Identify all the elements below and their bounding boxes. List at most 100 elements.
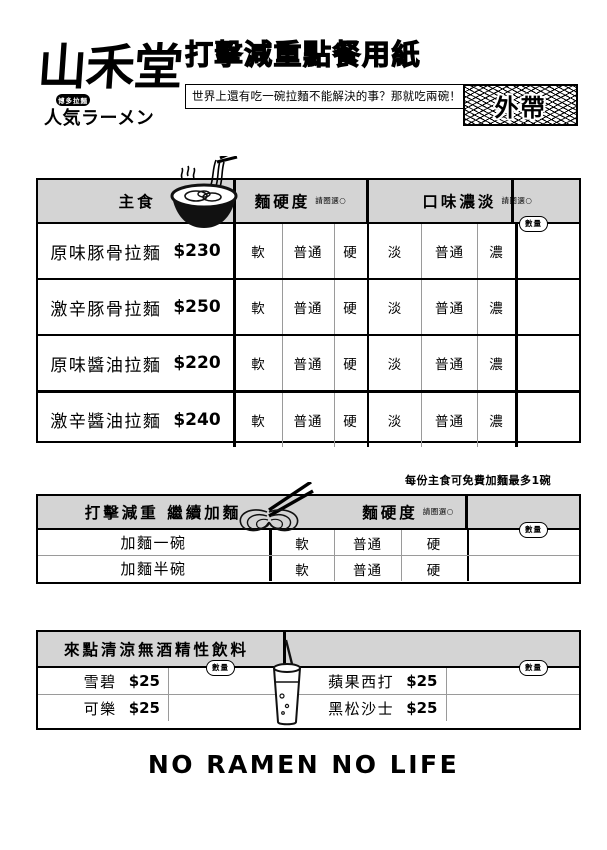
divider xyxy=(466,530,469,555)
option-taste-rich[interactable]: 濃 xyxy=(489,301,504,318)
row-divider xyxy=(38,334,579,337)
drinks-table: 來點清涼無酒精性飲料 數量 數量 雪碧 $25 xyxy=(36,630,581,730)
row-divider xyxy=(38,390,579,393)
qty-input-cell[interactable] xyxy=(518,224,580,278)
header-cell-drinks-title: 來點清涼無酒精性飲料 xyxy=(64,641,250,659)
free-refill-note: 每份主食可免費加麵最多1碗 xyxy=(405,474,552,487)
page-title: 打擊減重點餐用紙 xyxy=(184,37,422,71)
divider xyxy=(269,556,272,581)
table-row[interactable]: 可樂 $25 黑松沙士 $25 xyxy=(38,695,579,721)
qty-input-cell[interactable] xyxy=(447,695,580,721)
main-table-header-row: 主食 麵硬度 請圈選○ 口味濃淡 請圈選○ xyxy=(38,180,579,224)
soda-cup-icon xyxy=(260,638,314,728)
divider xyxy=(233,392,236,447)
table-row[interactable]: 原味醬油拉麵 $220 軟 普通 硬 淡 普通 濃 xyxy=(38,336,580,391)
option-firmness-hard[interactable]: 硬 xyxy=(343,245,358,261)
drink-name-cell: 雪碧 $25 xyxy=(83,672,160,691)
option-firmness-soft[interactable]: 軟 xyxy=(251,245,266,261)
option-taste-light[interactable]: 淡 xyxy=(387,245,403,261)
option-firmness-soft[interactable]: 軟 xyxy=(251,413,266,430)
divider xyxy=(466,556,469,581)
dish-name-cell: 激辛醬油拉麵 $240 xyxy=(50,409,221,433)
option-firmness-normal[interactable]: 普通 xyxy=(293,413,323,430)
page-subtitle: 世界上還有吃一碗拉麵不能解決的事？那就吃兩碗！ xyxy=(185,84,469,109)
header-cell-taste: 口味濃淡 請圈選○ xyxy=(422,193,533,211)
option-taste-rich[interactable]: 濃 xyxy=(489,357,504,374)
option-taste-normal[interactable]: 普通 xyxy=(435,413,464,430)
divider xyxy=(233,224,236,278)
option-firmness-normal[interactable]: 普通 xyxy=(353,562,382,579)
option-firmness-normal[interactable]: 普通 xyxy=(293,245,323,261)
divider xyxy=(511,180,514,222)
qty-input-cell[interactable] xyxy=(447,668,580,694)
option-taste-rich[interactable]: 濃 xyxy=(489,413,504,430)
qty-input-cell[interactable] xyxy=(518,393,580,447)
option-firmness-hard[interactable]: 硬 xyxy=(343,413,358,430)
dish-name-cell: 原味豚骨拉麵 $230 xyxy=(50,241,221,264)
option-taste-light[interactable]: 淡 xyxy=(387,413,403,430)
option-taste-light[interactable]: 淡 xyxy=(387,357,403,374)
option-taste-light[interactable]: 淡 xyxy=(387,301,403,318)
refill-name-cell: 加麵一碗 xyxy=(120,534,187,552)
qty-bubble-drinks-right: 數量 xyxy=(519,660,548,676)
refill-table-body: 加麵一碗 軟 普通 硬 加麵半碗 軟 普通 硬 xyxy=(38,530,579,581)
divider xyxy=(233,336,236,391)
drink-name-cell: 黑松沙士 $25 xyxy=(328,699,438,718)
table-row[interactable]: 雪碧 $25 蘋果西打 $25 xyxy=(38,668,579,694)
option-firmness-soft[interactable]: 軟 xyxy=(295,562,310,579)
table-row[interactable]: 激辛豚骨拉麵 $250 軟 普通 硬 淡 普通 濃 xyxy=(38,280,580,335)
header-cell-firmness: 麵硬度 請圈選○ xyxy=(254,193,347,211)
option-firmness-normal[interactable]: 普通 xyxy=(293,301,323,318)
divider xyxy=(465,496,468,528)
qty-bubble-drinks-left: 數量 xyxy=(206,660,235,676)
title-block: 打擊減重點餐用紙 世界上還有吃一碗拉麵不能解決的事？那就吃兩碗！ xyxy=(183,34,469,109)
dish-name-cell: 激辛豚骨拉麵 $250 xyxy=(50,297,221,320)
option-firmness-soft[interactable]: 軟 xyxy=(251,301,266,318)
row-divider xyxy=(38,694,579,695)
qty-input-cell[interactable] xyxy=(518,336,580,390)
ramen-bowl-icon xyxy=(164,148,244,236)
qty-input-cell[interactable] xyxy=(469,556,579,581)
option-firmness-hard[interactable]: 硬 xyxy=(343,301,358,318)
logo-tiny-text: 博多拉麵 xyxy=(56,94,90,106)
refill-table-header-row: 打擊減重 繼續加麵 麵硬度 請圈選○ xyxy=(38,496,579,530)
option-firmness-hard[interactable]: 硬 xyxy=(343,357,358,374)
qty-bubble-refill: 數量 xyxy=(519,522,548,538)
table-row[interactable]: 激辛醬油拉麵 $240 軟 普通 硬 淡 普通 濃 xyxy=(38,392,580,447)
restaurant-logo: 山禾堂 博多拉麵 人気ラーメン xyxy=(36,38,184,140)
dish-name-cell: 原味醬油拉麵 $220 xyxy=(50,353,221,376)
table-row[interactable]: 加麵一碗 軟 普通 硬 xyxy=(38,530,579,555)
table-row[interactable]: 原味豚骨拉麵 $230 軟 普通 硬 淡 普通 濃 xyxy=(38,224,579,278)
table-row[interactable]: 加麵半碗 軟 普通 硬 xyxy=(38,556,579,581)
drinks-table-body: 雪碧 $25 蘋果西打 $25 可樂 $25 xyxy=(38,668,579,721)
option-firmness-soft[interactable]: 軟 xyxy=(251,357,266,374)
divider xyxy=(233,280,236,335)
option-taste-normal[interactable]: 普通 xyxy=(435,357,464,374)
divider xyxy=(366,392,369,447)
row-divider xyxy=(38,555,579,556)
divider xyxy=(515,224,518,278)
option-firmness-hard[interactable]: 硬 xyxy=(426,536,442,553)
header-cell-firmness: 麵硬度 請圈選○ xyxy=(362,504,454,522)
qty-input-cell[interactable] xyxy=(518,280,580,334)
takeout-label: 外帶 xyxy=(494,92,547,122)
row-divider xyxy=(38,278,579,281)
divider xyxy=(366,280,369,335)
footer-slogan: NO RAMEN NO LIFE xyxy=(147,750,460,779)
divider xyxy=(366,336,369,391)
divider xyxy=(515,280,518,335)
noodles-chopsticks-icon xyxy=(231,480,321,544)
refill-name-cell: 加麵半碗 xyxy=(120,560,187,578)
noodle-refill-table: 打擊減重 繼續加麵 麵硬度 請圈選○ 數量 加 xyxy=(36,480,581,584)
drink-name-cell: 蘋果西打 $25 xyxy=(328,672,438,691)
option-firmness-hard[interactable]: 硬 xyxy=(426,562,442,579)
option-taste-rich[interactable]: 濃 xyxy=(489,245,504,261)
divider xyxy=(269,530,272,555)
divider xyxy=(515,336,518,391)
option-taste-normal[interactable]: 普通 xyxy=(435,301,464,318)
option-taste-normal[interactable]: 普通 xyxy=(435,245,464,261)
option-firmness-normal[interactable]: 普通 xyxy=(353,536,382,553)
option-firmness-normal[interactable]: 普通 xyxy=(293,357,323,374)
drink-name-cell: 可樂 $25 xyxy=(83,699,160,718)
option-firmness-soft[interactable]: 軟 xyxy=(295,536,310,553)
